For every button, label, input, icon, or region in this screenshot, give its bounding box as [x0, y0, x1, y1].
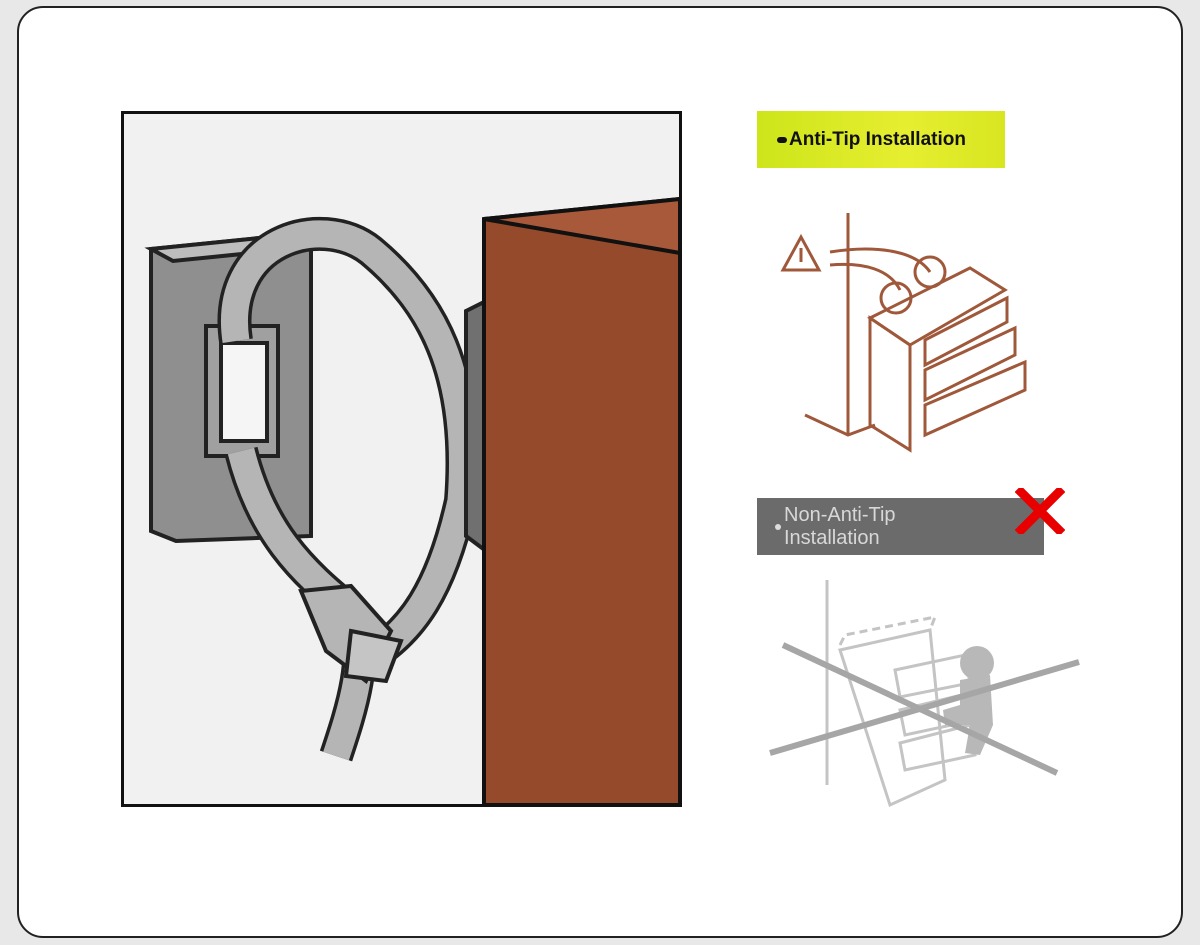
- anti-tip-label-text: Anti-Tip Installation: [789, 128, 966, 150]
- strap-closeup-illustration: [121, 111, 682, 807]
- anti-tip-dresser-illustration: [780, 213, 1027, 453]
- bullet-icon: [775, 524, 781, 530]
- anti-tip-label: Anti-Tip Installation: [757, 111, 1005, 168]
- red-cross-icon: [1015, 488, 1065, 534]
- non-anti-tip-label-line1: Non-Anti-Tip: [784, 504, 896, 526]
- non-anti-tip-label: Non-Anti-Tip Installation: [757, 498, 1044, 555]
- non-anti-tip-label-line2: Installation: [784, 527, 880, 549]
- bullet-icon: [777, 136, 787, 143]
- tipping-dresser-illustration: [769, 580, 1080, 808]
